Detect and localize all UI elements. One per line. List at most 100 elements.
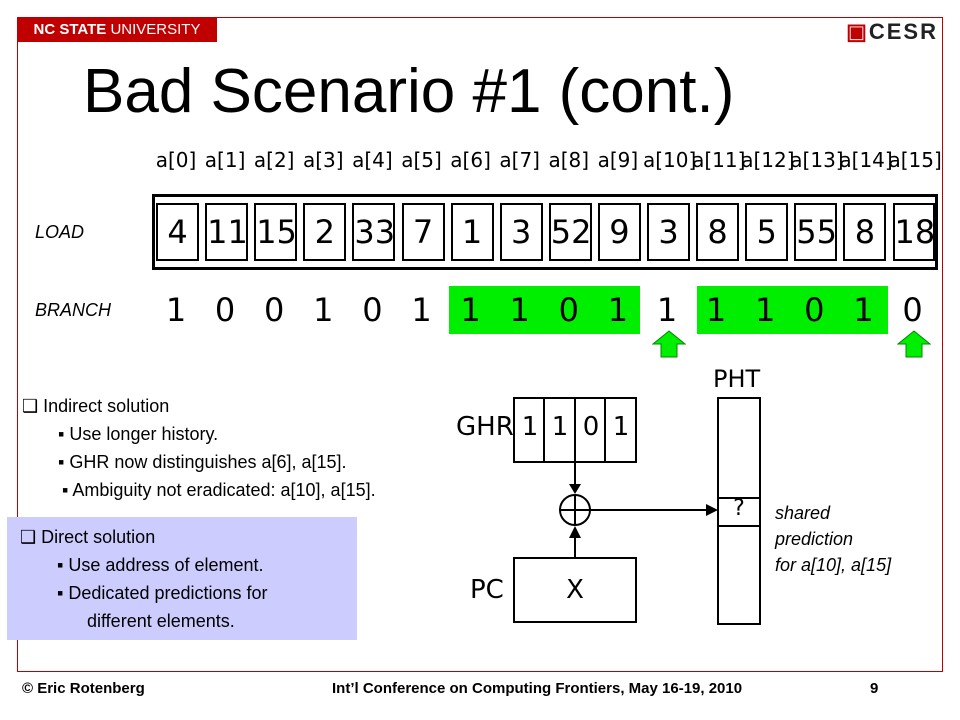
pc-register [513, 557, 637, 623]
branch-outcome-value: 1 [853, 291, 874, 329]
ghr-bit: 1 [551, 412, 569, 442]
checkbox-bullet-icon: ❑ [20, 527, 37, 547]
branch-outcome-value: 0 [804, 291, 825, 329]
load-value-cell: 33 [352, 203, 396, 261]
array-index-label: a[15] [888, 148, 942, 172]
list-item: ❑ Direct solution [7, 523, 357, 551]
load-value-cell: 3 [499, 203, 543, 261]
branch-outcome-value: 1 [460, 291, 481, 329]
load-value-cell: 18 [892, 203, 935, 261]
cesr-logo-text: CESR [868, 19, 938, 44]
list-item: ▪ GHR now distinguishes a[6], a[15]. [18, 448, 376, 476]
load-value-cell: 8 [843, 203, 887, 261]
indirect-heading: Indirect solution [43, 396, 170, 416]
array-index-label: a[9] [597, 148, 639, 172]
square-bullet-icon: ▪ [57, 583, 64, 603]
load-value-cell: 15 [254, 203, 298, 261]
branch-outcome-value: 1 [705, 291, 727, 329]
load-value-cell: 52 [548, 203, 592, 261]
branch-highlight-a6-a9 [449, 286, 640, 334]
note-line: for a[10], a[15] [775, 555, 892, 575]
ghr-bit: 1 [612, 412, 630, 442]
ghr-label: GHR [456, 412, 514, 442]
load-value-cell: 9 [597, 203, 641, 261]
cesr-logo: ▣CESR [846, 19, 938, 45]
array-index-label: a[1] [204, 148, 246, 172]
branch-highlight-a11-a14 [697, 286, 888, 334]
array-index-label: a[11] [692, 148, 746, 172]
load-value-cell: 7 [401, 203, 445, 261]
branch-outcome-value: 1 [411, 291, 432, 329]
array-index-label: a[8] [548, 148, 590, 172]
array-index-label: a[13] [790, 148, 844, 172]
load-value-cell: 4 [156, 203, 199, 261]
square-bullet-icon: ▪ [58, 424, 65, 444]
load-value-cell: 1 [450, 203, 494, 261]
list-item: ❑ Indirect solution [18, 392, 376, 420]
branch-outcome-value: 1 [509, 291, 530, 329]
branch-outcome-value: 0 [902, 291, 923, 329]
direct-item: Dedicated predictions for [68, 583, 268, 603]
slide-title: Bad Scenario #1 (cont.) [83, 57, 735, 126]
square-bullet-icon: ▪ [57, 555, 64, 575]
footer-page-number: 9 [870, 680, 879, 697]
array-index-label: a[3] [303, 148, 344, 172]
footer-conference: Int’l Conference on Computing Frontiers,… [332, 680, 743, 697]
indirect-item: Use longer history. [69, 424, 219, 444]
branch-outcome-value: 0 [214, 291, 236, 329]
indirect-item: GHR now distinguishes a[6], a[15]. [69, 452, 347, 472]
array-index-label: a[5] [401, 148, 442, 172]
direct-solution-box: ❑ Direct solution ▪ Use address of eleme… [7, 517, 357, 640]
pht-entry-value: ? [733, 496, 745, 521]
shared-prediction-note: shared prediction for a[10], a[15] [775, 500, 891, 578]
array-index-label: a[0] [155, 148, 197, 172]
note-line: shared [775, 503, 831, 523]
square-bullet-icon: ▪ [62, 480, 69, 500]
branch-label: BRANCH [35, 300, 112, 320]
array-index-label: a[7] [499, 148, 540, 172]
branch-outcome-value: 0 [558, 291, 579, 329]
checkbox-bullet-icon: ❑ [22, 396, 39, 416]
branch-outcome-value: 1 [607, 291, 629, 329]
array-index-label: a[12] [741, 148, 795, 172]
arrow-up-icon-a15 [897, 330, 931, 358]
ghr-bit: 0 [582, 412, 600, 442]
branch-outcome-value: 1 [165, 291, 187, 329]
indirect-solution-list: ❑ Indirect solution ▪ Use longer history… [18, 392, 376, 504]
note-line: prediction [775, 529, 854, 549]
load-value-cell: 55 [794, 203, 838, 261]
footer-author: © Eric Rotenberg [22, 680, 145, 697]
load-value-cell: 11 [205, 203, 249, 261]
branch-outcome-value: 1 [656, 291, 678, 329]
load-value-cell: 3 [647, 203, 690, 261]
square-bullet-icon: ▪ [58, 452, 65, 472]
pht-entry [717, 497, 761, 527]
cesr-logo-mark: ▣ [846, 19, 869, 44]
direct-item: different elements. [87, 611, 235, 631]
array-index-label: a[2] [253, 148, 295, 172]
ghr-bit: 1 [521, 412, 539, 442]
array-index-label: a[10] [643, 148, 697, 172]
load-value-cell: 8 [696, 203, 740, 261]
slide-frame [17, 17, 943, 672]
list-item: ▪ Use longer history. [18, 420, 376, 448]
arrow-up-icon-a10 [652, 330, 686, 358]
load-value-cell: 2 [303, 203, 347, 261]
direct-item: Use address of element. [68, 555, 264, 575]
pht-label: PHT [713, 365, 761, 393]
university-name-bold: NC STATE [33, 21, 107, 38]
list-item: ▪ Ambiguity not eradicated: a[10], a[15]… [18, 476, 376, 504]
list-item: different elements. [7, 607, 357, 635]
load-label: LOAD [35, 222, 85, 242]
indirect-item: Ambiguity not eradicated: a[10], a[15]. [72, 480, 376, 500]
list-item: ▪ Dedicated predictions for [7, 579, 357, 607]
pc-label: PC [470, 575, 504, 605]
array-index-label: a[14] [839, 148, 893, 172]
direct-heading: Direct solution [41, 527, 156, 547]
branch-outcome-value: 1 [755, 291, 776, 329]
array-index-label: a[6] [450, 148, 491, 172]
branch-outcome-value: 0 [264, 291, 285, 329]
load-value-cell: 5 [745, 203, 789, 261]
